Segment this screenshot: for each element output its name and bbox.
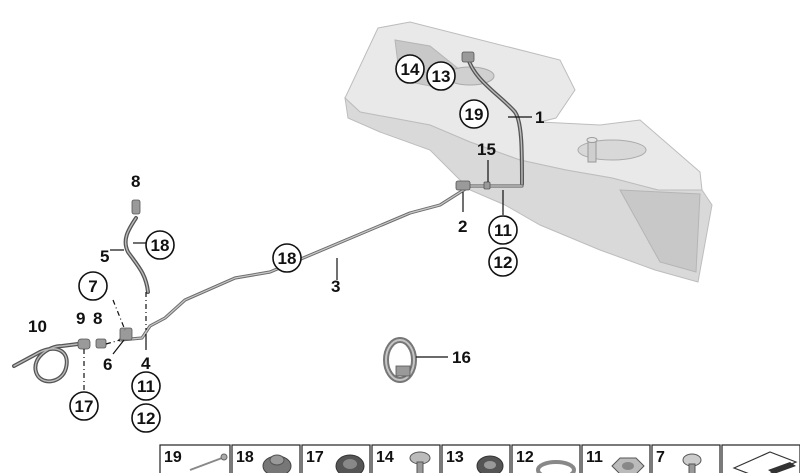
legend-label-11: 11 [586,449,603,466]
fuel-line-3 [118,180,524,342]
legend-label-12: 12 [516,449,534,466]
seal-ring-icon [476,455,504,473]
legend-label-13: 13 [446,449,464,466]
screw-icon [682,453,702,473]
legend-label-14: 14 [376,449,394,466]
hose-10 [12,299,133,390]
hose-5 [123,199,150,330]
rubber-sleeve-icon [335,454,365,473]
circled-13: 13 [432,67,451,86]
part-labels: 1 2 3 4 5 6 8 8 9 10 15 16 [28,108,544,374]
legend-label-17: 17 [306,449,324,466]
legend-cell-12 [511,444,581,473]
label-6: 6 [103,355,112,374]
circled-7: 7 [88,277,97,296]
grommet-icon [262,454,292,473]
clamp-9 [77,338,91,350]
circled-18-line: 18 [278,249,297,268]
hose-clamp-16 [383,337,448,383]
connector-8-lower [95,338,107,349]
hose-clip-icon [189,453,228,471]
label-3: 3 [331,277,340,296]
pipe-connector-2 [455,180,471,191]
parts-legend: 19 18 17 14 13 12 [159,444,800,473]
hex-nut-icon [611,457,645,473]
o-ring-icon [536,460,576,473]
label-1: 1 [535,108,544,127]
circled-14: 14 [401,60,420,79]
clip-15 [483,181,491,190]
connector-8-upper [131,199,141,215]
label-5: 5 [100,247,109,266]
label-16: 16 [452,348,471,367]
label-15: 15 [477,140,496,159]
vent-hose-19 [461,51,524,186]
label-8-upper: 8 [131,172,140,191]
label-8-lower: 8 [93,309,102,328]
circled-11-front: 11 [137,377,155,396]
legend-label-7: 7 [656,449,665,466]
legend-label-18: 18 [236,449,254,466]
circled-18-hose: 18 [151,236,170,255]
circled-11-tank: 11 [494,221,512,240]
leader-lines [110,116,532,355]
circled-17: 17 [75,397,94,416]
circled-12-tank: 12 [494,253,513,272]
legend-label-19: 19 [164,449,182,466]
circled-19: 19 [465,105,484,124]
label-9: 9 [76,309,85,328]
label-4: 4 [141,354,151,373]
circled-12-front: 12 [137,409,156,428]
mat-icon [732,451,798,473]
label-2: 2 [458,217,467,236]
legend-cell-14 [371,444,441,473]
screw-icon [409,451,431,473]
circled-labels: 14 13 19 18 18 11 12 7 17 11 12 [69,54,518,433]
bracket-6 [119,327,133,341]
label-10: 10 [28,317,47,336]
